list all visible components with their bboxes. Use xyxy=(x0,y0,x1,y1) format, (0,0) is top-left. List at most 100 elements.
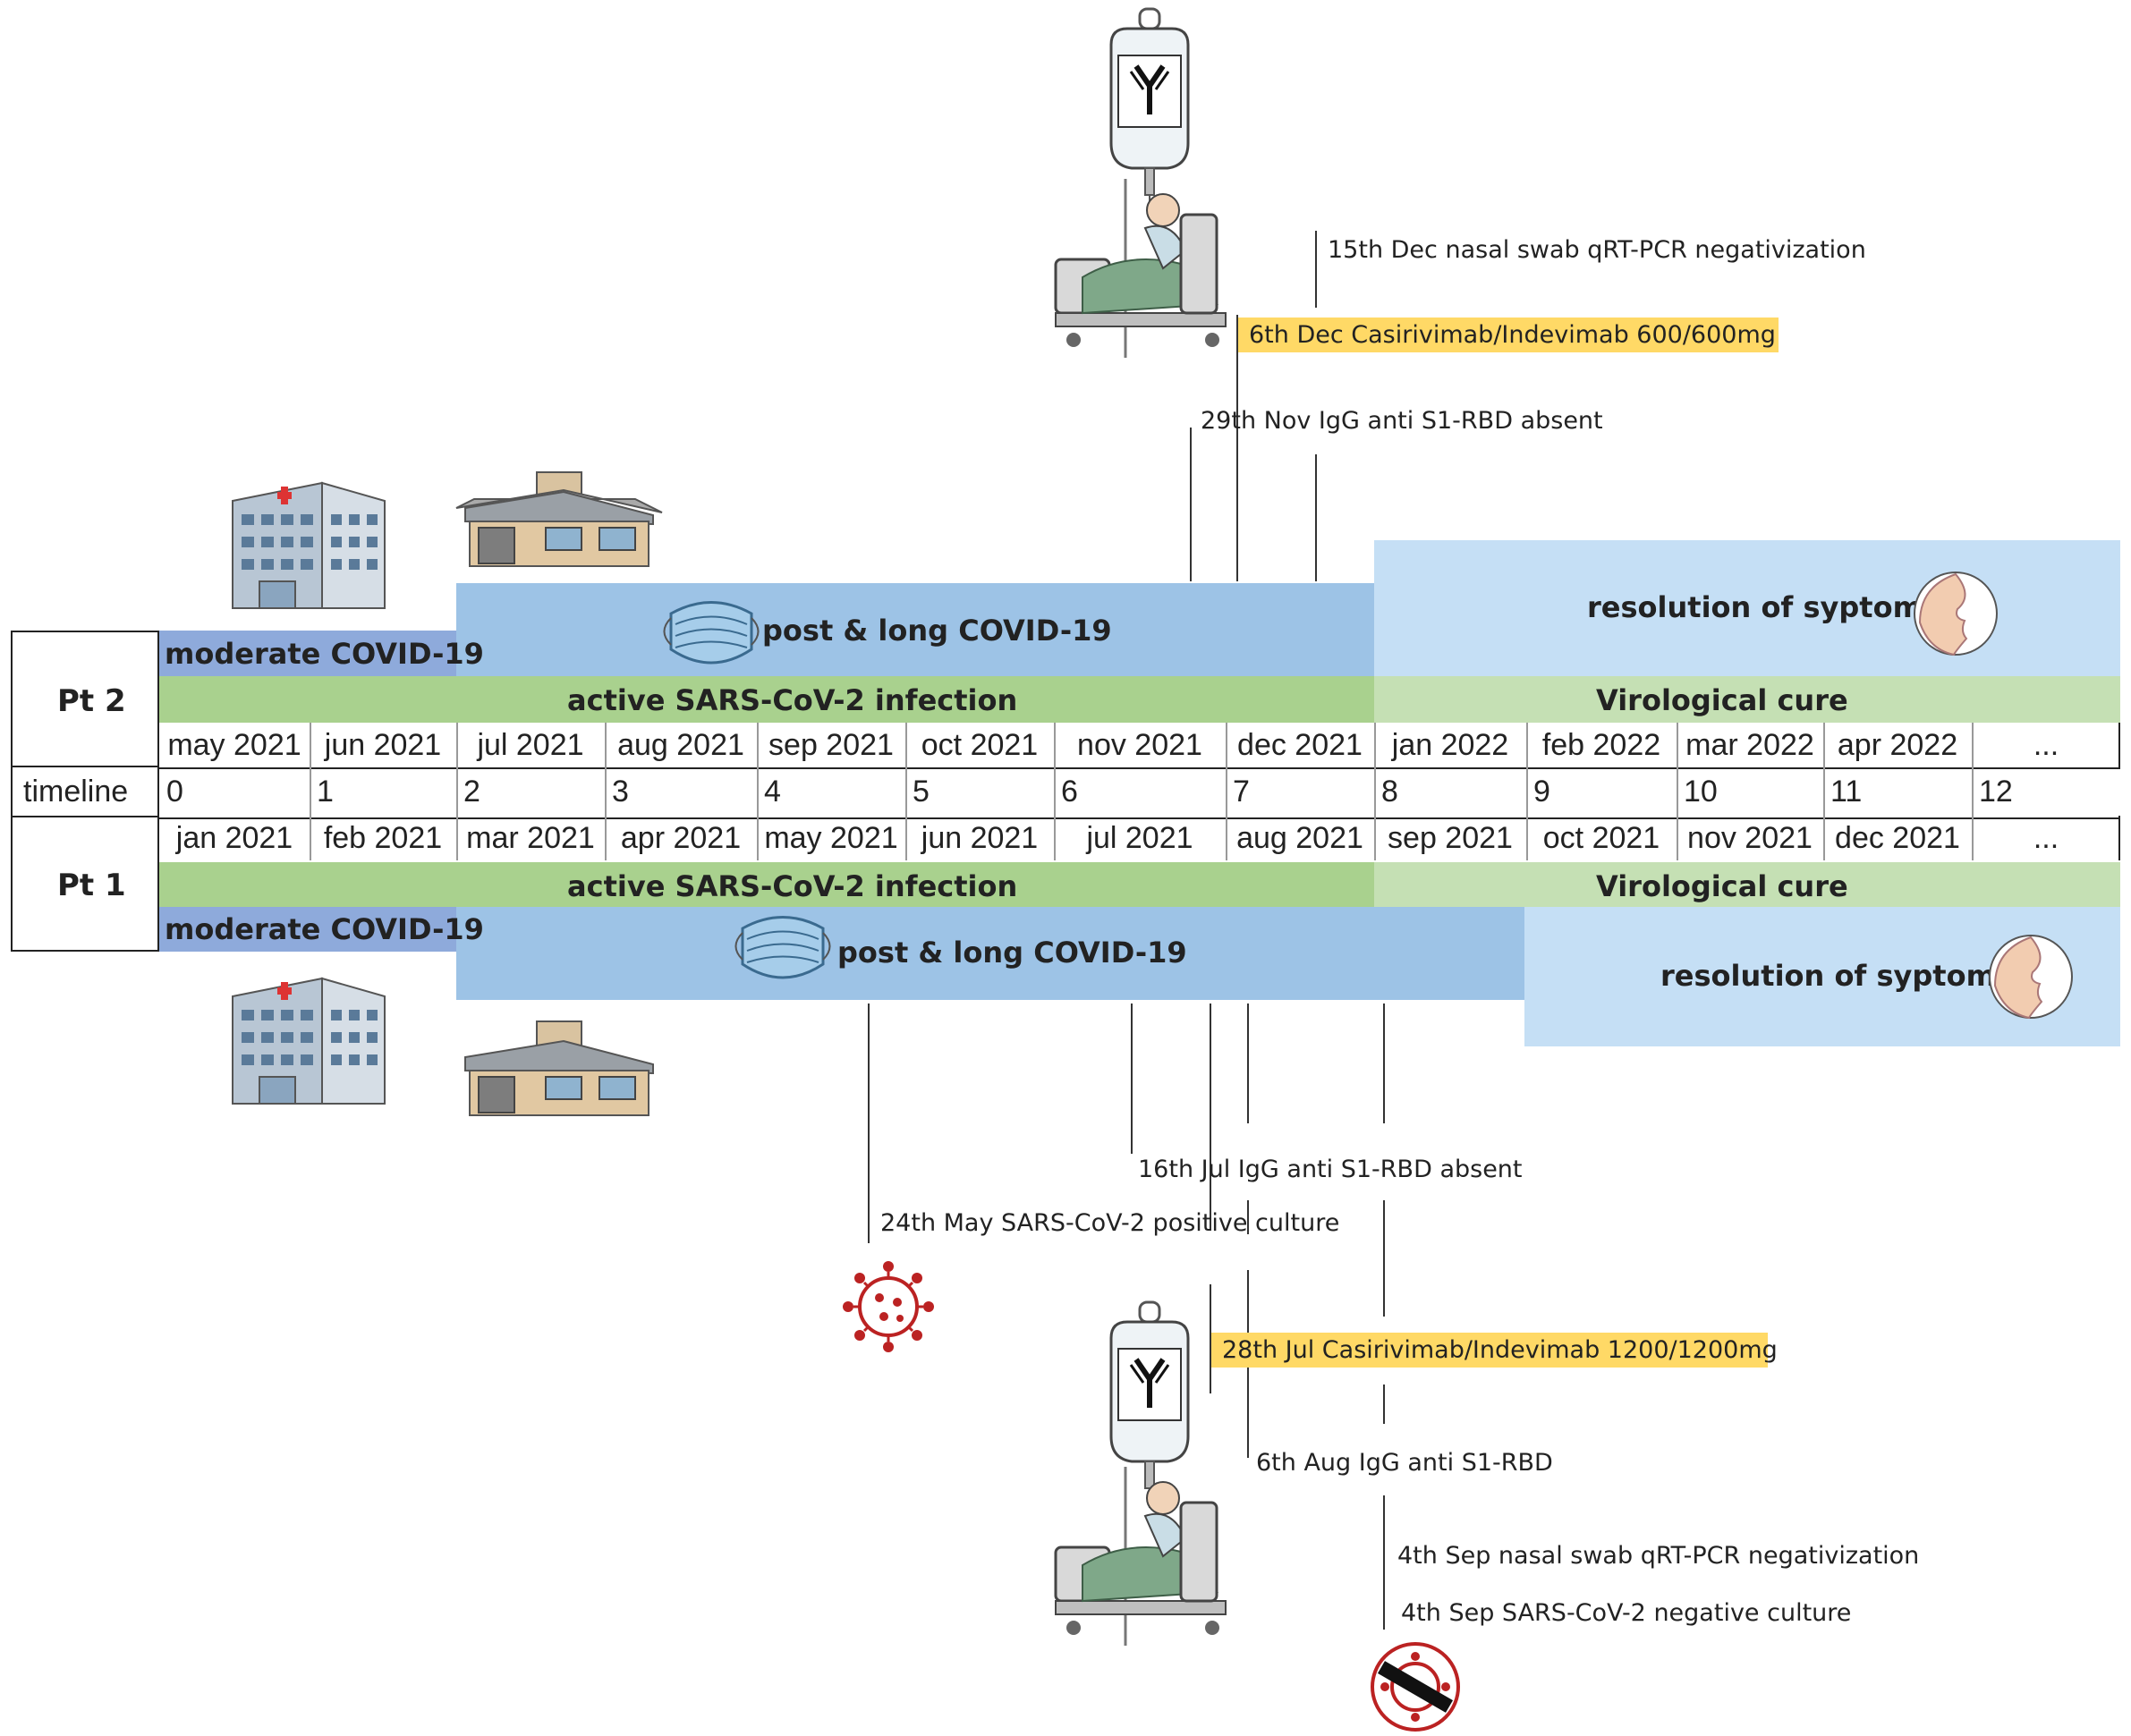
pt2-cure-band xyxy=(1374,676,2120,723)
pt1-active-label: active SARS-CoV-2 infection xyxy=(567,869,1018,903)
timeline-tick-label: 6 xyxy=(1061,775,1078,809)
pt1-event-28jul: 28th Jul Casirivimab/Indevimab 1200/1200… xyxy=(1211,1333,1778,1368)
timeline-tick-label: 5 xyxy=(913,775,930,809)
pt2-event-29nov: 29th Nov IgG anti S1-RBD absent xyxy=(1201,407,1603,435)
pt1-label: Pt 1 xyxy=(57,868,126,903)
pt2-moderate-band xyxy=(159,631,456,676)
pt1-month-label: apr 2021 xyxy=(620,821,742,855)
pt1-house-icon xyxy=(464,1020,654,1116)
month-column-separator xyxy=(757,723,759,767)
pt2-month-label: jul 2021 xyxy=(477,728,584,762)
pt2-iv-bag-icon xyxy=(1109,7,1190,215)
month-column-separator xyxy=(1226,723,1227,767)
pt1-event-6aug: 6th Aug IgG anti S1-RBD xyxy=(1256,1449,1553,1477)
timeline-tick-label: 11 xyxy=(1830,775,1863,809)
pt1-postlong-label: post & long COVID-19 xyxy=(837,936,1187,970)
timeline-tick-label: 7 xyxy=(1233,775,1250,809)
month-column-separator xyxy=(1374,767,1376,816)
pt2-active-band xyxy=(159,676,1374,723)
month-column-separator xyxy=(605,723,607,767)
month-column-separator xyxy=(1972,723,1974,767)
month-column-separator xyxy=(1677,723,1678,767)
pt2-month-label: mar 2022 xyxy=(1685,728,1814,762)
pt1-month-label: jun 2021 xyxy=(921,821,1039,855)
pt2-event-6dec: 6th Dec Casirivimab/Indevimab 600/600mg xyxy=(1238,318,1779,352)
pt2-line-15dec xyxy=(1315,231,1317,308)
pt2-line-15dec-lower xyxy=(1315,454,1317,581)
month-column-separator xyxy=(605,816,607,860)
month-column-separator xyxy=(905,816,907,860)
timeline-tick-label: 8 xyxy=(1381,775,1398,809)
pt2-moderate-label: moderate COVID-19 xyxy=(165,637,484,671)
pt2-active-label: active SARS-CoV-2 infection xyxy=(567,683,1018,717)
month-column-separator xyxy=(1526,767,1528,816)
month-column-separator xyxy=(1526,816,1528,860)
no-virus-icon xyxy=(1371,1642,1460,1732)
timeline-tick-label: 0 xyxy=(166,775,183,809)
month-column-separator xyxy=(310,767,311,816)
pt2-month-label: sep 2021 xyxy=(768,728,894,762)
pt1-mask-icon xyxy=(734,916,831,979)
pt2-resolution-label: resolution of syptoms xyxy=(1587,590,1940,624)
pt1-iv-bag-icon xyxy=(1109,1300,1190,1508)
pt2-cure-label: Virological cure xyxy=(1596,683,1848,717)
month-column-separator xyxy=(1054,723,1056,767)
pt1-resolution-label: resolution of syptoms xyxy=(1660,959,2013,993)
month-column-separator xyxy=(905,767,907,816)
month-column-separator xyxy=(1374,723,1376,767)
month-column-separator xyxy=(1677,816,1678,860)
month-column-separator xyxy=(1972,816,1974,860)
pt1-event-24may: 24th May SARS-CoV-2 positive culture xyxy=(880,1209,1340,1237)
pt1-month-label: may 2021 xyxy=(764,821,898,855)
pt2-month-label: jan 2022 xyxy=(1391,728,1509,762)
month-column-separator xyxy=(1226,767,1227,816)
pt1-line-4sep xyxy=(1383,1003,1385,1123)
timeline-tick-label: 3 xyxy=(612,775,629,809)
pt2-house-icon xyxy=(455,471,663,567)
pt2-month-label: apr 2022 xyxy=(1837,728,1958,762)
timeline-tick-label: 2 xyxy=(463,775,480,809)
pt1-month-label: nov 2021 xyxy=(1687,821,1813,855)
pt1-months-row-border xyxy=(159,816,2120,860)
month-column-separator xyxy=(1972,767,1974,816)
pt1-cure-label: Virological cure xyxy=(1596,869,1848,903)
month-column-separator xyxy=(310,816,311,860)
pt1-event-4sep-culture: 4th Sep SARS-CoV-2 negative culture xyxy=(1401,1599,1852,1627)
pt2-line-6dec xyxy=(1236,315,1238,581)
month-column-separator xyxy=(1677,767,1678,816)
pt2-months-row-border xyxy=(159,723,2120,767)
pt2-month-label: may 2021 xyxy=(167,728,301,762)
pt1-moderate-label: moderate COVID-19 xyxy=(165,912,484,946)
pt2-month-label: oct 2021 xyxy=(921,728,1039,762)
pt2-face-icon xyxy=(1914,572,1998,656)
month-column-separator xyxy=(1054,816,1056,860)
pt2-month-label: nov 2021 xyxy=(1077,728,1202,762)
pt1-line-28jul-lower xyxy=(1210,1284,1211,1393)
pt2-hospital-icon xyxy=(232,481,386,609)
pt1-month-label: jul 2021 xyxy=(1086,821,1193,855)
month-column-separator xyxy=(456,723,458,767)
pt1-month-label: mar 2021 xyxy=(466,821,595,855)
pt1-event-16jul: 16th Jul IgG anti S1-RBD absent xyxy=(1138,1156,1523,1183)
pt2-month-label: feb 2022 xyxy=(1541,728,1661,762)
pt1-month-label: ... xyxy=(2033,821,2059,855)
pt2-mask-icon xyxy=(663,601,760,665)
pt2-label: Pt 2 xyxy=(57,683,126,719)
timeline-tick-label: 12 xyxy=(1979,775,2013,809)
month-column-separator xyxy=(1823,767,1825,816)
pt2-event-15dec: 15th Dec nasal swab qRT-PCR negativizati… xyxy=(1328,236,1866,264)
pt2-month-label: jun 2021 xyxy=(324,728,442,762)
pt1-month-label: oct 2021 xyxy=(1542,821,1660,855)
pt1-line-4sep-mid xyxy=(1383,1200,1385,1317)
month-column-separator xyxy=(456,767,458,816)
timeline-tick-label: 9 xyxy=(1533,775,1550,809)
pt1-month-label: dec 2021 xyxy=(1835,821,1960,855)
pt1-month-label: sep 2021 xyxy=(1388,821,1513,855)
pt2-month-label: aug 2021 xyxy=(617,728,744,762)
pt1-month-label: jan 2021 xyxy=(175,821,293,855)
pt2-line-29nov xyxy=(1190,428,1192,581)
month-column-separator xyxy=(310,723,311,767)
pt1-line-28jul xyxy=(1210,1003,1211,1231)
pt2-month-label: dec 2021 xyxy=(1237,728,1363,762)
timeline-row xyxy=(159,767,2120,819)
